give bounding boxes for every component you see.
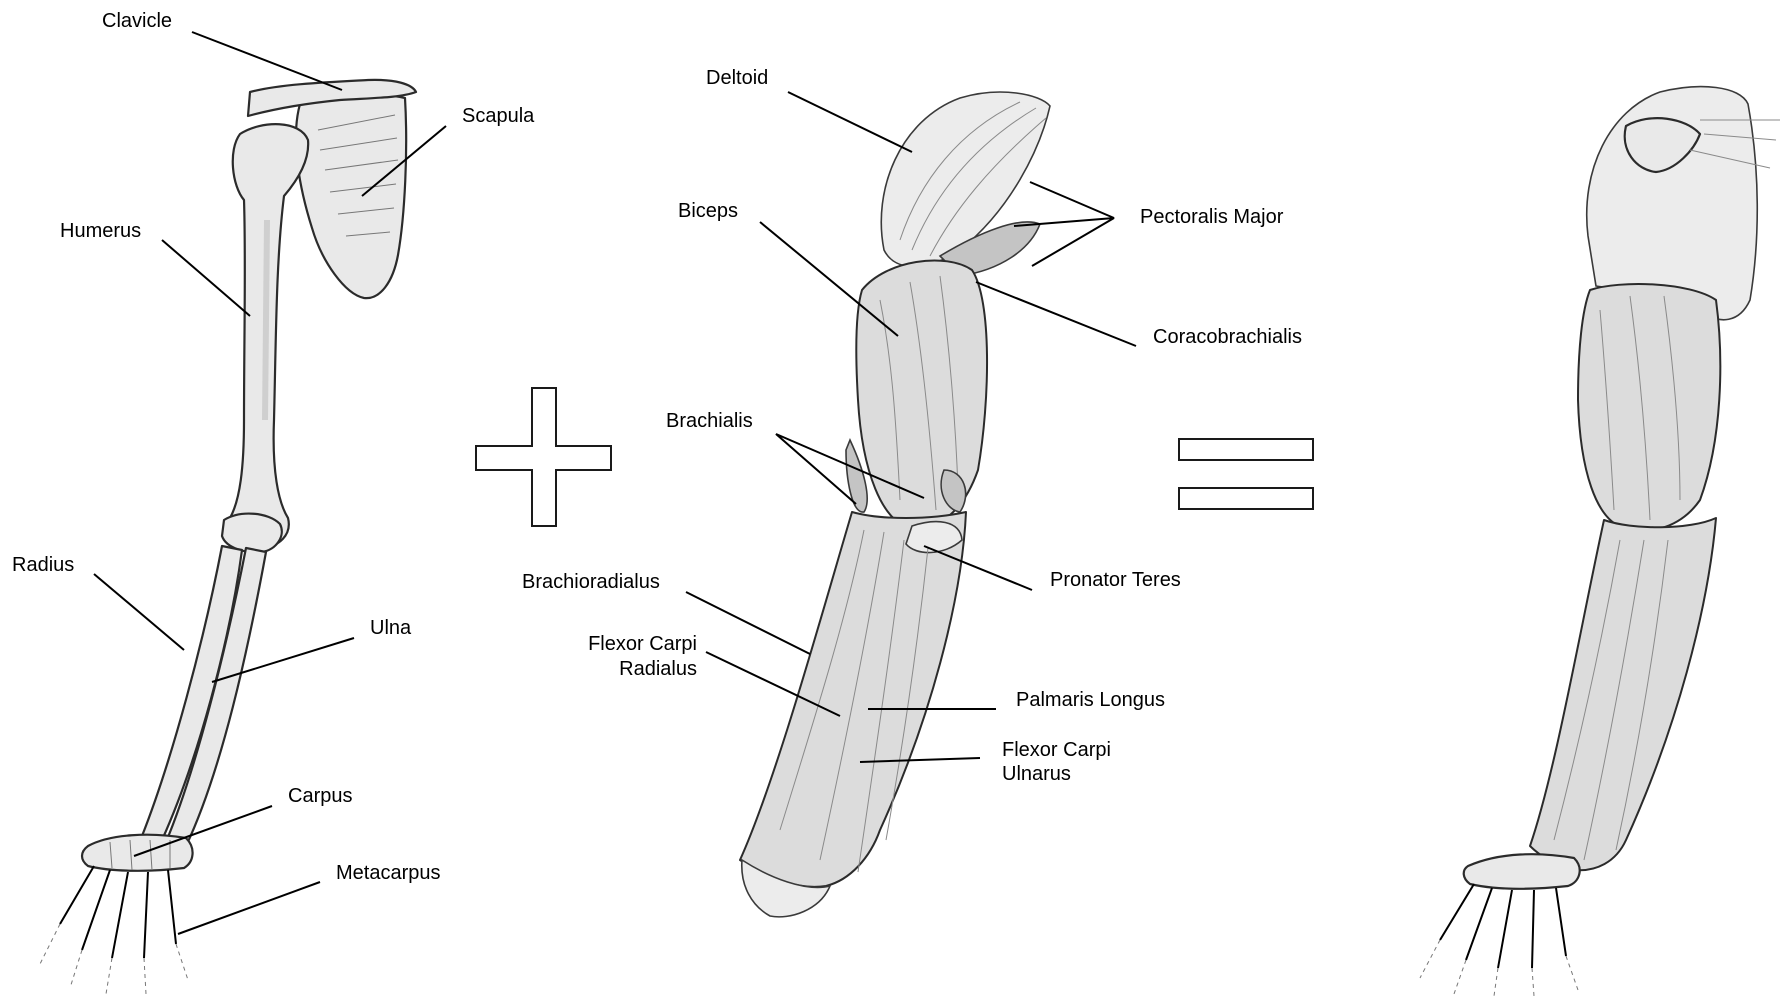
combined-metacarpus xyxy=(1440,884,1566,968)
brachialis-label: Brachialis xyxy=(666,410,753,432)
brachioradialus-leader xyxy=(686,592,810,654)
equals-sign-top-bar xyxy=(1179,439,1313,460)
metacarpus-leader xyxy=(178,882,320,934)
ulna-label: Ulna xyxy=(370,617,412,639)
brachioradialus-label: Brachioradialus xyxy=(522,571,660,593)
radius-label: Radius xyxy=(12,554,74,576)
combined-carpus xyxy=(1464,854,1580,889)
clavicle-leader xyxy=(192,32,342,90)
pectoralis-major-leader xyxy=(1014,182,1114,266)
combined-upper-arm xyxy=(1578,284,1720,531)
humerus-label: Humerus xyxy=(60,220,141,242)
deltoid-label: Deltoid xyxy=(706,67,768,89)
metacarpus-bones xyxy=(40,866,188,994)
muscle-arm-illustration xyxy=(740,92,1050,917)
flexor-carpi-ulnarus-label-line1: Flexor Carpi xyxy=(1002,739,1111,761)
radius-leader xyxy=(94,574,184,650)
flexor-carpi-radialus-label-line2: Radialus xyxy=(619,658,697,680)
scapula-label: Scapula xyxy=(462,105,535,127)
combined-arm-illustration xyxy=(1420,87,1780,996)
palmaris-longus-label: Palmaris Longus xyxy=(1016,689,1165,711)
flexor-carpi-ulnarus-label-line2: Ulnarus xyxy=(1002,763,1071,785)
coracobrachialis-leader xyxy=(976,282,1136,346)
coracobrachialis-label: Coracobrachialis xyxy=(1153,326,1302,348)
plus-sign xyxy=(476,388,611,526)
metacarpus-label: Metacarpus xyxy=(336,862,441,884)
pronator-teres-label: Pronator Teres xyxy=(1050,569,1181,591)
pectoralis-major-label: Pectoralis Major xyxy=(1140,206,1284,228)
skeleton-arm-illustration xyxy=(40,80,416,994)
equals-sign-bottom-bar xyxy=(1179,488,1313,509)
clavicle-label: Clavicle xyxy=(102,10,172,32)
carpus-label: Carpus xyxy=(288,785,352,807)
scapula-bone xyxy=(296,95,406,298)
elbow-joint xyxy=(222,514,282,553)
biceps-label: Biceps xyxy=(678,200,738,222)
humerus-leader xyxy=(162,240,250,316)
deltoid-leader xyxy=(788,92,912,152)
flexor-carpi-radialus-label-line1: Flexor Carpi xyxy=(588,633,697,655)
biceps-muscle xyxy=(856,260,987,528)
